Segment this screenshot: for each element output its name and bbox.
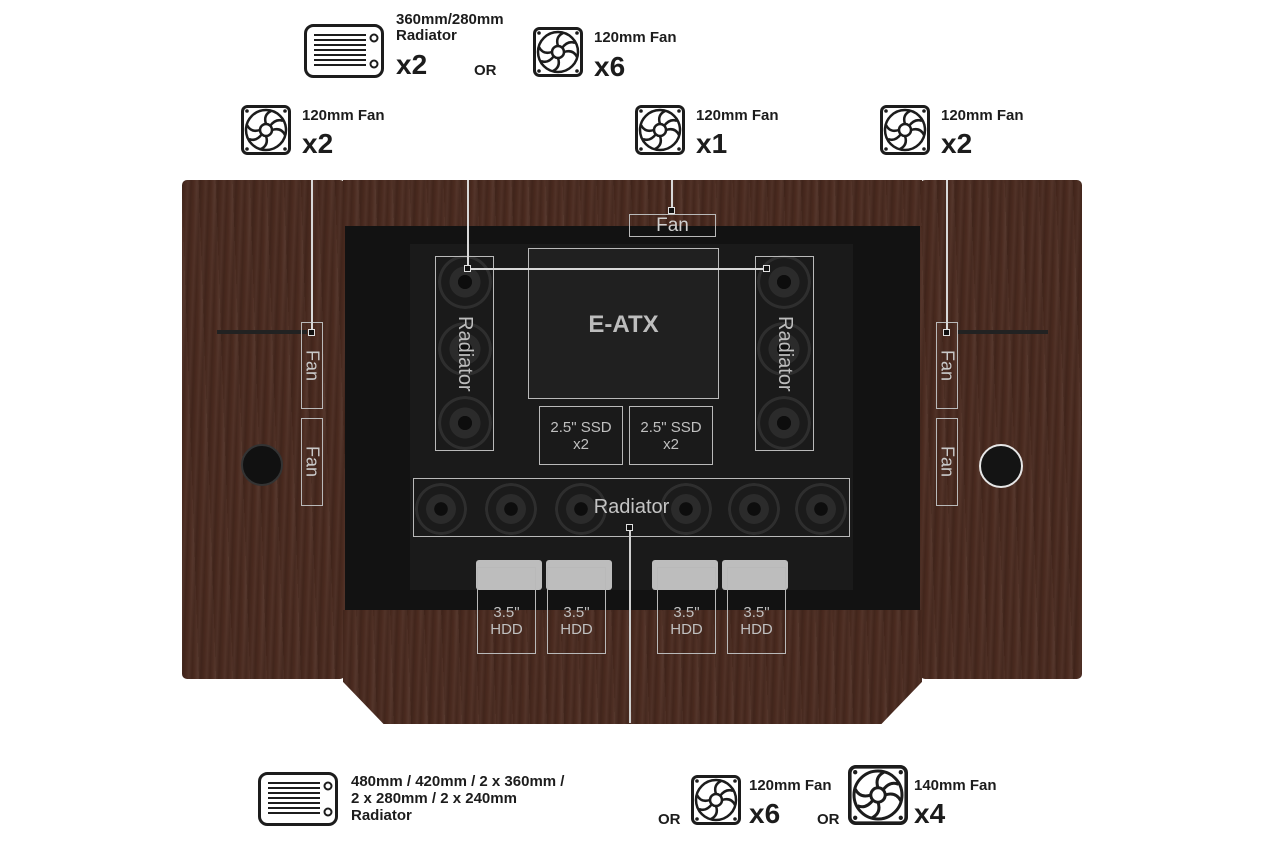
right-rail [958, 330, 1048, 334]
left-fan-label: 120mm Fan [302, 107, 385, 124]
bottom-radiator-line1: 480mm / 420mm / 2 x 360mm / [351, 773, 565, 790]
radiator-icon [258, 772, 338, 826]
connector-line [468, 268, 767, 270]
top-fan-box: Fan [629, 214, 716, 237]
connector-line [467, 180, 469, 269]
hdd-line2: HDD [740, 620, 773, 638]
ssd-right-box: 2.5" SSD x2 [629, 406, 713, 465]
motherboard [528, 248, 718, 398]
fan-graphic [415, 483, 467, 535]
ssd-right-line2: x2 [663, 435, 679, 453]
ssd-right-line1: 2.5" SSD [640, 418, 702, 436]
fan-graphic [757, 255, 811, 309]
hdd-box-3: 3.5" HDD [657, 567, 716, 654]
ssd-left-line2: x2 [573, 435, 589, 453]
fan-graphic [757, 322, 811, 376]
fan-graphic [438, 396, 492, 450]
case-left-panel [182, 180, 345, 679]
center-fan-multiplier: x1 [696, 128, 728, 159]
connector-dot [308, 329, 315, 336]
ssd-left-box: 2.5" SSD x2 [539, 406, 623, 465]
top-or-label: OR [474, 62, 497, 79]
fan-icon [241, 105, 291, 155]
left-rail [217, 330, 307, 334]
fan-graphic [795, 483, 847, 535]
connector-line [946, 180, 948, 332]
hdd-line1: 3.5" [673, 603, 700, 621]
right-fan-box-b: Fan [936, 418, 958, 506]
bottom-radiator-line3: Radiator [351, 807, 412, 824]
case-bottom-panel [343, 610, 922, 724]
top-radiator-size: 360mm/280mm [396, 11, 504, 28]
connector-line [311, 180, 313, 332]
top-fan-label: 120mm Fan [594, 29, 677, 46]
fan-graphic [660, 483, 712, 535]
connector-dot [464, 265, 471, 272]
fan-icon [848, 765, 908, 825]
fan-graphic [728, 483, 780, 535]
top-radiator-label: Radiator [396, 27, 457, 44]
hdd-tray [722, 560, 788, 590]
left-fan-multiplier: x2 [302, 128, 334, 159]
hdd-tray [476, 560, 542, 590]
fan-icon [533, 27, 583, 77]
hdd-line2: HDD [560, 620, 593, 638]
case-top-panel [343, 180, 922, 226]
top-fan-multiplier: x6 [594, 51, 626, 82]
fan-graphic [438, 322, 492, 376]
bottom-fan140-label: 140mm Fan [914, 777, 997, 794]
bottom-or-label-2: OR [817, 811, 840, 828]
hdd-line1: 3.5" [743, 603, 770, 621]
connector-dot [763, 265, 770, 272]
connector-line [671, 180, 673, 211]
power-button[interactable] [979, 444, 1023, 488]
fan-icon [880, 105, 930, 155]
eatx-box: E-ATX [528, 248, 719, 399]
hdd-line1: 3.5" [493, 603, 520, 621]
center-fan-label: 120mm Fan [696, 107, 779, 124]
top-radiator-multiplier: x2 [396, 49, 428, 80]
bottom-radiator-line2: 2 x 280mm / 2 x 240mm [351, 790, 517, 807]
fan-graphic [485, 483, 537, 535]
bottom-fan120-multiplier: x6 [749, 798, 781, 829]
hdd-tray [546, 560, 612, 590]
right-fan-multiplier: x2 [941, 128, 973, 159]
hdd-box-1: 3.5" HDD [477, 567, 536, 654]
right-radiator-box: Radiator [755, 256, 814, 451]
bottom-radiator-box: Radiator [413, 478, 850, 537]
fan-graphic [757, 396, 811, 450]
hdd-line2: HDD [490, 620, 523, 638]
connector-dot [626, 524, 633, 531]
connector-dot [943, 329, 950, 336]
connector-line [629, 528, 631, 723]
fan-icon [635, 105, 685, 155]
bottom-fan140-multiplier: x4 [914, 798, 946, 829]
left-radiator-box: Radiator [435, 256, 494, 451]
right-fan-label: 120mm Fan [941, 107, 1024, 124]
ssd-left-line1: 2.5" SSD [550, 418, 612, 436]
hdd-box-2: 3.5" HDD [547, 567, 606, 654]
fan-icon [691, 775, 741, 825]
fan-graphic [555, 483, 607, 535]
bottom-fan120-label: 120mm Fan [749, 777, 832, 794]
hdd-tray [652, 560, 718, 590]
hdd-line1: 3.5" [563, 603, 590, 621]
hdd-box-4: 3.5" HDD [727, 567, 786, 654]
left-fan-box-b: Fan [301, 418, 323, 506]
power-port[interactable] [241, 444, 283, 486]
radiator-icon [304, 24, 384, 78]
hdd-line2: HDD [670, 620, 703, 638]
connector-dot [668, 207, 675, 214]
fan-graphic [438, 255, 492, 309]
bottom-or-label-1: OR [658, 811, 681, 828]
